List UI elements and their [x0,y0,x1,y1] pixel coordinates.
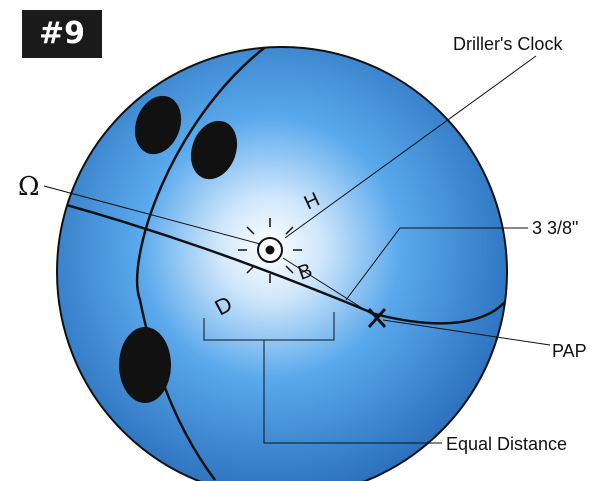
drillers-clock-leader [284,55,537,239]
distance-label: 3 3/8" [532,218,578,238]
drillers-clock-symbol [238,218,302,283]
thumb-hole [119,327,171,403]
figure-number-badge: #9 [22,10,102,58]
horizontal-track-line [57,200,506,325]
bowling-ball [56,46,508,481]
pap-label: PAP [552,341,587,361]
vertical-track-line [135,47,269,481]
equal-distance-label: Equal Distance [446,434,567,454]
equal-distance-leader [263,340,442,444]
drillers-clock-label: Driller's Clock [453,34,563,54]
finger-hole [134,95,182,155]
equal-distance-bracket [203,312,335,341]
omega-leader [43,185,261,245]
b-distance-line [282,257,374,316]
omega-label: Ω [18,172,40,202]
finger-hole [190,120,238,180]
pap-marker [367,308,387,328]
distance-leader [345,227,528,301]
pap-leader [382,319,551,346]
figure-number: #9 [38,16,85,51]
